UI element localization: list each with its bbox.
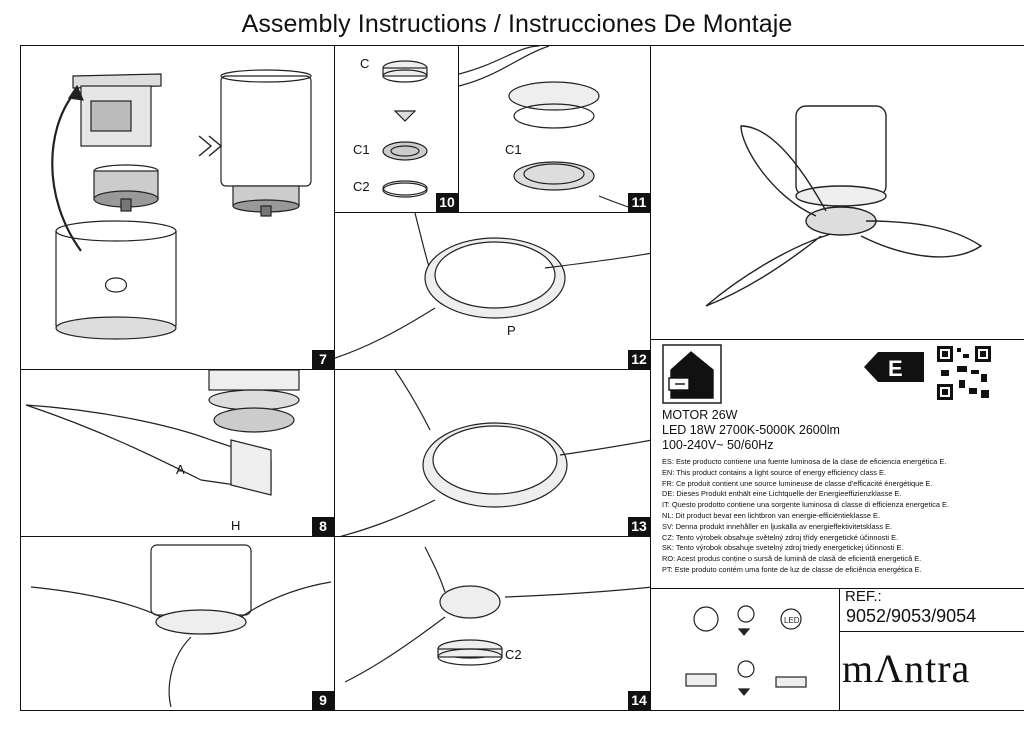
label-h: H <box>231 518 241 533</box>
spec-voltage: 100-240V~ 50/60Hz <box>662 438 774 452</box>
page-title: Assembly Instructions / Instrucciones De… <box>241 10 793 38</box>
step-12-illustration <box>335 213 650 359</box>
spec-led: LED 18W 2700K-5000K 2600lm <box>662 423 840 437</box>
step-10-illustration <box>382 60 428 198</box>
step-14-illustration <box>344 546 650 683</box>
service-icons-panel: LED <box>650 588 840 711</box>
step-10-panel: C C1 C2 10 <box>334 45 459 213</box>
lang-nl: NL: Dit product bevat een lichtbron van … <box>662 510 881 520</box>
lang-de: DE: Dieses Produkt enthält eine Lichtque… <box>662 489 902 499</box>
step-number: 13 <box>628 517 650 536</box>
lang-fr: FR: Ce produit contient une source lumin… <box>662 478 933 488</box>
lang-ro: RO: Acest produs conține o sursă de lumi… <box>662 554 922 564</box>
ref-label: REF.: <box>845 588 882 605</box>
brand-divider <box>839 631 1024 632</box>
step-7-panel: 7 <box>20 45 335 370</box>
step-8-panel: A H 8 <box>20 369 335 537</box>
step-number: 14 <box>628 691 650 710</box>
ref-numbers: 9052/9053/9054 <box>846 606 977 626</box>
step-7-illustration <box>51 69 312 340</box>
energy-statement-list: ES: Este producto contiene una fuente lu… <box>662 457 949 576</box>
lang-sv: SV: Denna produkt innehåller en ljuskäll… <box>662 521 893 531</box>
step-number: 12 <box>628 350 650 369</box>
label-c: C <box>360 56 370 71</box>
step-12-panel: P 12 <box>334 212 651 370</box>
qr-code-icon <box>935 344 993 402</box>
brand-logo: mΛntra <box>842 646 971 691</box>
house-arrow-icon <box>662 344 722 404</box>
step-number: 7 <box>312 350 334 369</box>
energy-class-badge <box>864 352 924 382</box>
spec-motor: MOTOR 26W <box>662 408 738 422</box>
lang-pt: PT: Este produto contém uma fonte de luz… <box>662 564 922 574</box>
step-number: 10 <box>436 193 458 212</box>
step-14-panel: C2 14 <box>334 536 651 711</box>
svg-text:LED: LED <box>784 616 800 625</box>
label-a: A <box>176 462 185 477</box>
fan-overview-panel <box>650 45 1024 340</box>
step-number: 8 <box>312 517 334 536</box>
step-number: 11 <box>628 193 650 212</box>
step-9-illustration <box>30 544 332 708</box>
label-c1-second: C1 <box>505 142 522 157</box>
step-11-panel: C1 11 <box>458 45 651 213</box>
lang-cz: CZ: Tento výrobek obsahuje světelný zdro… <box>662 532 899 542</box>
step-13-illustration <box>340 370 650 536</box>
label-p: P <box>507 323 516 338</box>
label-c2-second: C2 <box>505 647 522 662</box>
lang-sk: SK: Tento výrobok obsahuje svetelný zdro… <box>662 543 904 553</box>
lang-it: IT: Questo prodotto contiene una sorgent… <box>662 500 950 510</box>
label-c2: C2 <box>353 179 370 194</box>
step-11-illustration <box>459 46 647 212</box>
lang-en: EN: This product contains a light source… <box>662 467 887 477</box>
brand-panel <box>839 588 1024 711</box>
step-8-illustration <box>25 370 300 496</box>
energy-class-letter: E <box>888 356 903 381</box>
led-replace-icon: LED <box>685 605 807 696</box>
label-c1: C1 <box>353 142 370 157</box>
step-9-panel: 9 <box>20 536 335 711</box>
lang-es: ES: Este producto contiene una fuente lu… <box>662 457 947 466</box>
step-number: 9 <box>312 691 334 710</box>
step-13-panel: 13 <box>334 369 651 537</box>
fan-illustration <box>705 105 983 307</box>
